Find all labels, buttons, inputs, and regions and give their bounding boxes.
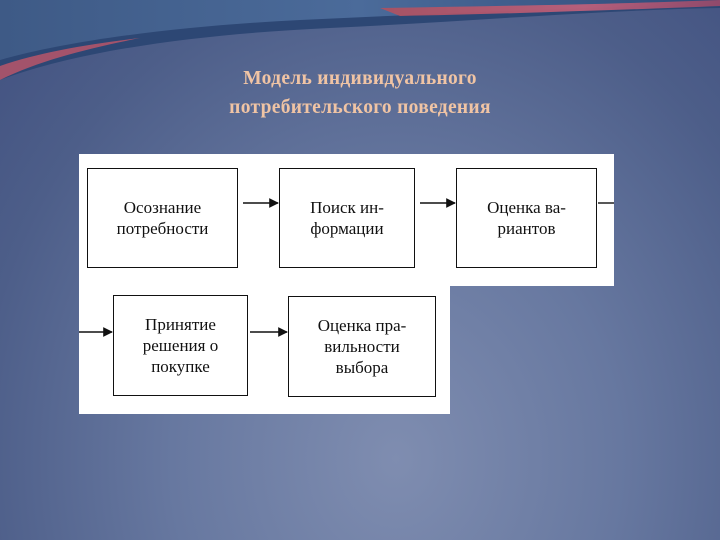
step-label-awareness: Осознание потребности bbox=[116, 198, 209, 238]
step-label-info-search: Поиск ин- формации bbox=[310, 198, 384, 238]
step-box-decision: Принятие решения о покупке bbox=[113, 295, 248, 396]
slide-title-line-2: потребительского поведения bbox=[229, 97, 491, 118]
step-box-awareness: Осознание потребности bbox=[87, 168, 238, 268]
slide-title: Модель индивидуального потребительского … bbox=[0, 64, 720, 122]
step-box-evaluation: Оценка ва- риантов bbox=[456, 168, 597, 268]
step-label-choice-assessment: Оценка пра- вильности выбора bbox=[317, 316, 407, 377]
step-label-decision: Принятие решения о покупке bbox=[142, 315, 219, 376]
step-label-evaluation: Оценка ва- риантов bbox=[487, 198, 566, 238]
slide-title-line-1: Модель индивидуального bbox=[243, 68, 477, 89]
header-wave-decoration bbox=[0, 0, 720, 80]
step-box-choice-assessment: Оценка пра- вильности выбора bbox=[288, 296, 436, 397]
step-box-info-search: Поиск ин- формации bbox=[279, 168, 415, 268]
